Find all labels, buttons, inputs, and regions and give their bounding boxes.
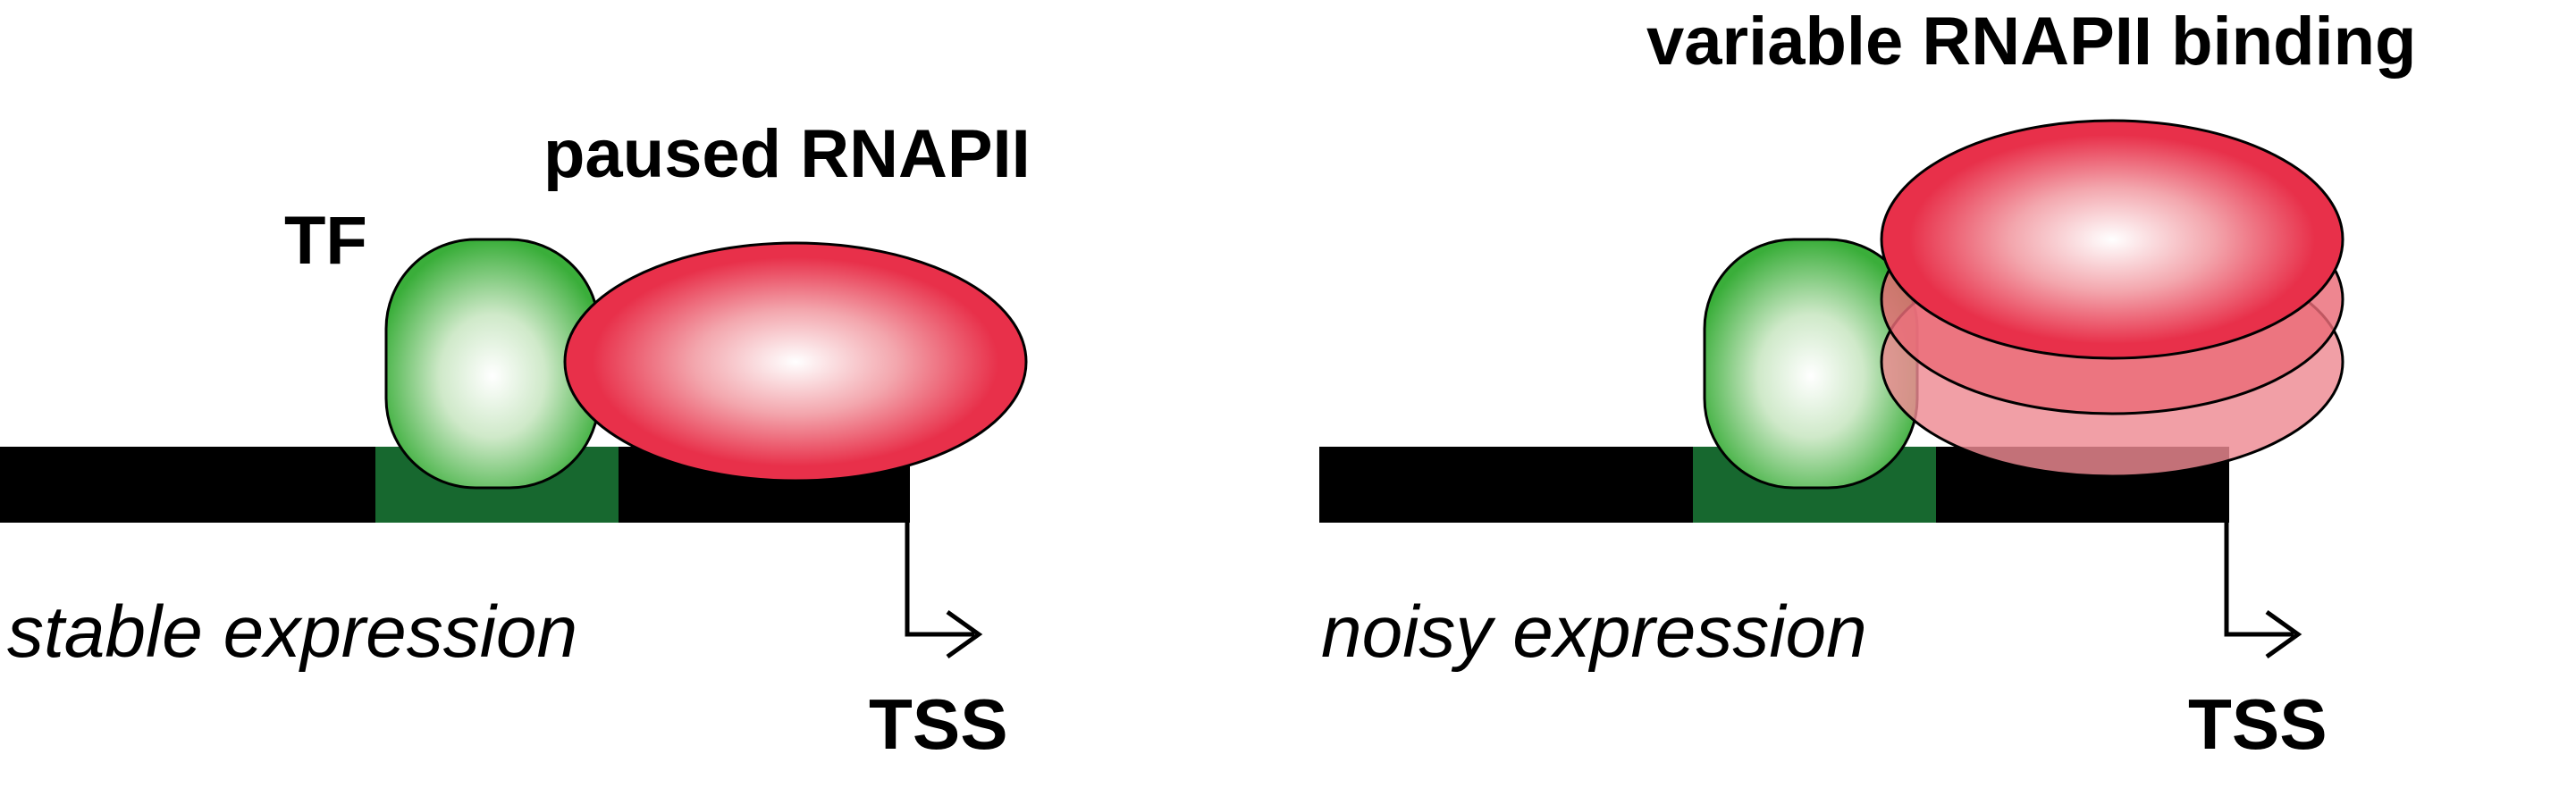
right-panel: variable RNAPII binding TSS noisy expres… (1319, 4, 2416, 764)
tf-label: TF (284, 203, 367, 279)
caption-left: stable expression (7, 591, 577, 673)
tss-arrow-icon (2224, 523, 2302, 659)
rnapii-variable-top (1880, 119, 2344, 360)
caption-right: noisy expression (1321, 591, 1867, 673)
left-panel: TF paused RNAPII TSS stable expression (0, 116, 1031, 764)
variable-rnapii-label: variable RNAPII binding (1646, 4, 2416, 80)
tss-arrow-icon (905, 523, 983, 659)
rnapii-paused (563, 241, 1028, 482)
tss-label-left: TSS (869, 684, 1008, 764)
paused-rnapii-label: paused RNAPII (543, 116, 1031, 192)
tss-label-right: TSS (2188, 684, 2328, 764)
